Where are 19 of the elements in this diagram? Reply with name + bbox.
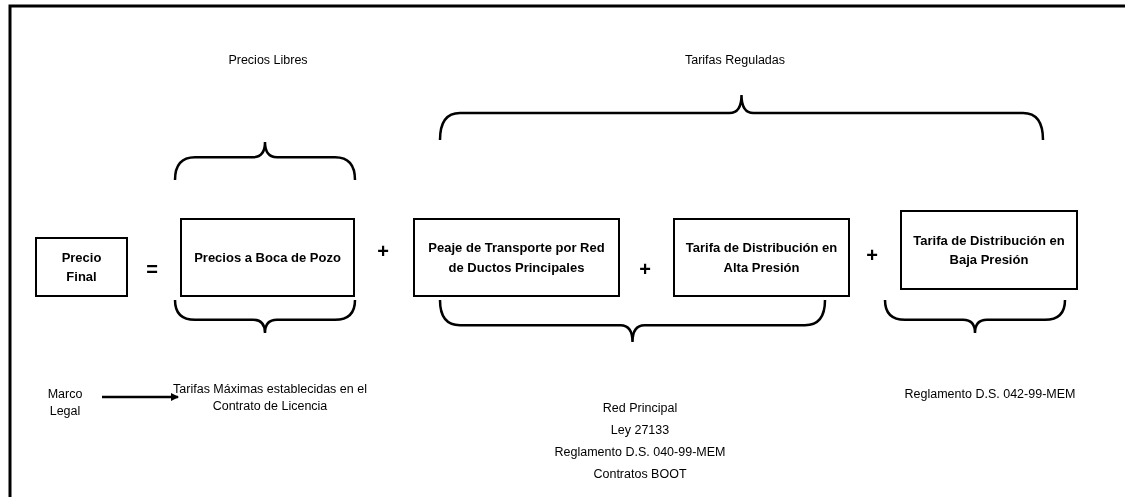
text-label: Marco Legal [32, 380, 98, 426]
formula-box: Precio Final [35, 237, 128, 297]
plus-sign: + [866, 243, 878, 268]
arrow [102, 393, 179, 401]
group-heading: Precios Libres [228, 52, 308, 69]
formula-box: Tarifa de Distribución en Alta Presión [673, 218, 850, 297]
text-label: Reglamento D.S. 040-99-MEM [554, 444, 726, 461]
plus-sign: + [639, 257, 651, 282]
group-heading: Tarifas Reguladas [684, 52, 786, 69]
text-label: Reglamento D.S. 042-99-MEM [904, 386, 1076, 403]
plus-sign: + [377, 239, 389, 264]
formula-box: Tarifa de Distribución en Baja Presión [900, 210, 1078, 290]
text-label: Contratos BOOT [593, 466, 687, 483]
text-label: Ley 27133 [610, 422, 670, 439]
formula-box: Peaje de Transporte por Red de Ductos Principales [413, 218, 620, 297]
text-label: Tarifas Máximas establecidas en el Contrato de Licencia [170, 365, 370, 431]
formula-box: Precios a Boca de Pozo [180, 218, 355, 297]
text-label: Red Principal [602, 400, 678, 417]
equals-sign: = [146, 257, 158, 282]
